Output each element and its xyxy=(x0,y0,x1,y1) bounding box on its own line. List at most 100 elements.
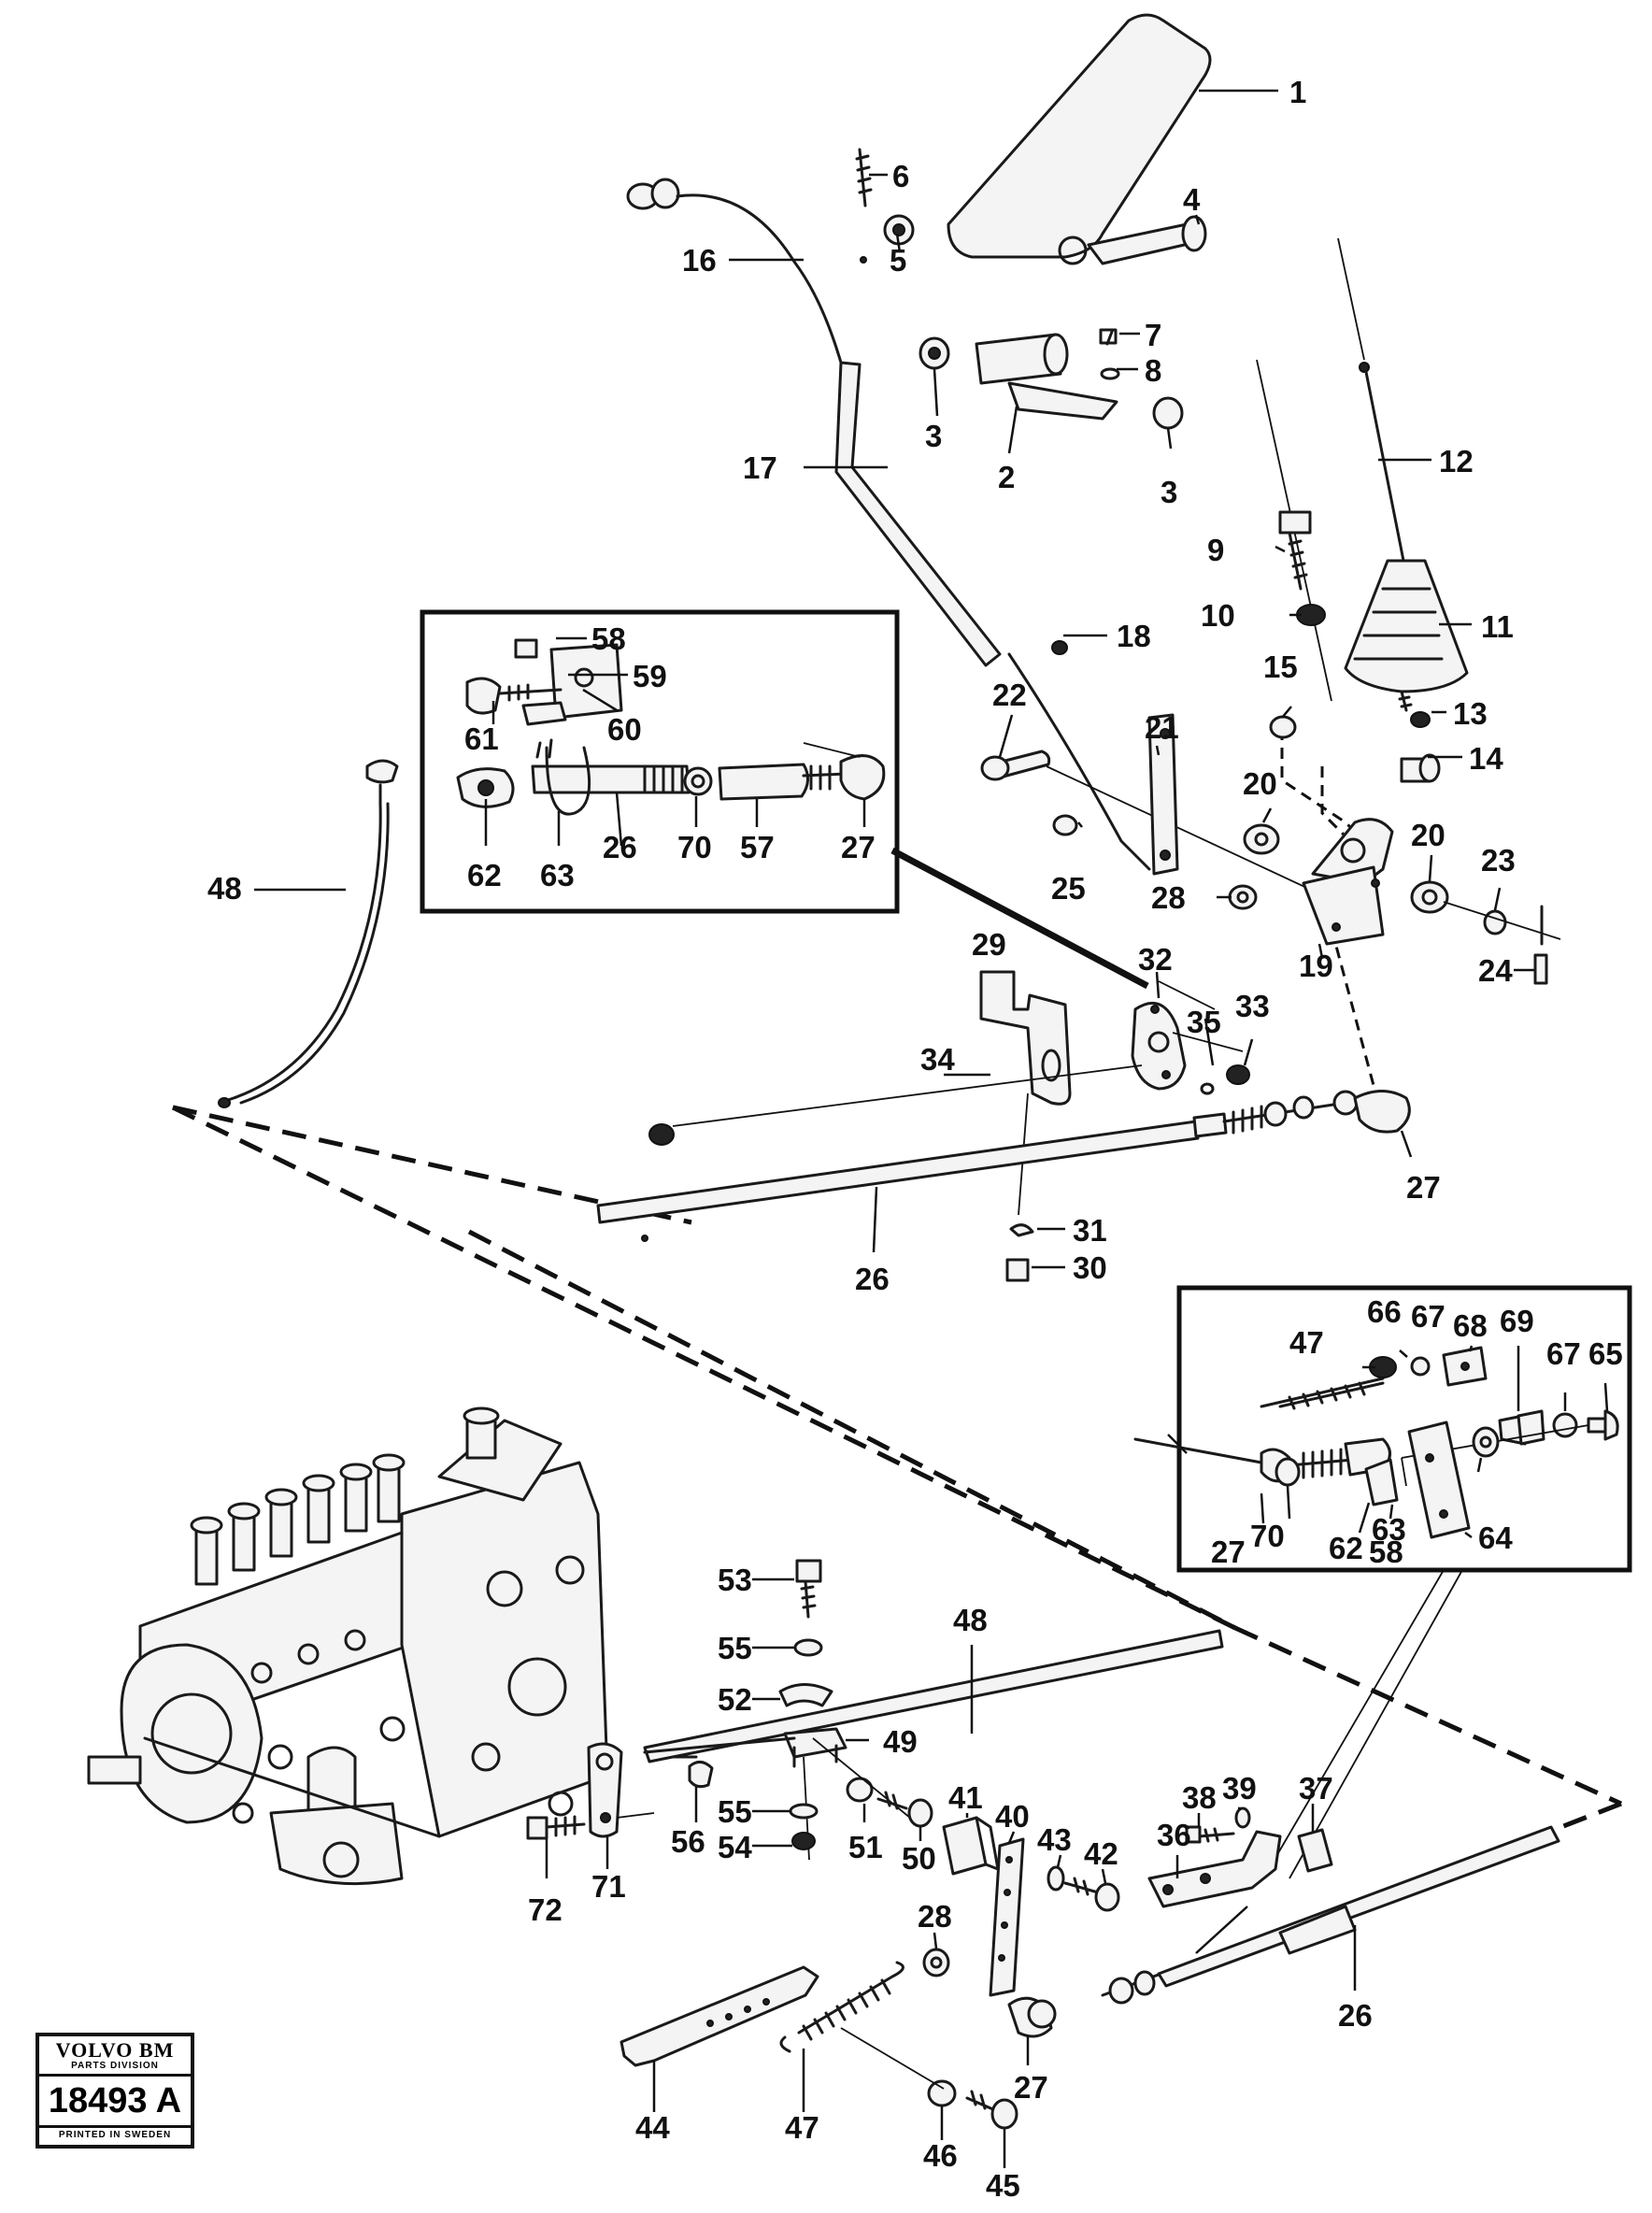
callout-15: 15 xyxy=(1263,650,1298,684)
throttle-cable xyxy=(626,178,1151,871)
leader-lines xyxy=(254,89,1609,2168)
callout-7: 7 xyxy=(1145,318,1161,352)
callout-labels: 1 2 3 3 4 5 6 7 8 9 10 11 12 13 14 15 16… xyxy=(207,75,1623,2203)
printed-in-text: PRINTED IN SWEDEN xyxy=(58,2130,172,2140)
callout-50: 50 xyxy=(902,1841,936,1876)
callout-37: 37 xyxy=(1299,1771,1333,1806)
callout-18: 18 xyxy=(1117,619,1151,653)
callout-63b: 63 xyxy=(1372,1512,1406,1547)
callout-71: 71 xyxy=(591,1869,626,1904)
accelerator-pedal xyxy=(855,13,1212,265)
callout-68: 68 xyxy=(1453,1308,1488,1343)
callout-45: 45 xyxy=(986,2168,1020,2203)
callout-64: 64 xyxy=(1478,1521,1513,1555)
callout-28: 28 xyxy=(1151,880,1186,915)
callout-8: 8 xyxy=(1145,353,1161,388)
callout-59: 59 xyxy=(633,659,667,693)
callout-23: 23 xyxy=(1481,843,1516,878)
callout-6: 6 xyxy=(892,159,909,193)
logo-brand-text: VOLVO BM xyxy=(55,2038,175,2062)
callout-55b: 55 xyxy=(718,1794,752,1829)
callout-61: 61 xyxy=(464,721,499,756)
callout-53: 53 xyxy=(718,1563,752,1597)
callout-51: 51 xyxy=(848,1830,883,1864)
callout-11: 11 xyxy=(1481,609,1514,644)
callout-29: 29 xyxy=(972,927,1006,962)
callout-33: 33 xyxy=(1235,989,1270,1023)
callout-58b: 58 xyxy=(1369,1535,1403,1569)
callout-69: 69 xyxy=(1500,1304,1534,1338)
callout-42: 42 xyxy=(1084,1836,1118,1871)
drawing-number: 18493 A xyxy=(39,2077,191,2128)
callout-67: 67 xyxy=(1411,1299,1446,1334)
inset-frame-top xyxy=(420,609,900,914)
callout-17: 17 xyxy=(743,450,777,485)
callout-48b: 48 xyxy=(953,1603,988,1637)
volvo-bm-logo-box: VOLVO BM PARTS DIVISION 18493 A PRINTED … xyxy=(36,2033,194,2149)
callout-49: 49 xyxy=(883,1724,918,1759)
middle-linkage xyxy=(596,970,1411,1282)
callout-12: 12 xyxy=(1439,444,1474,478)
callout-65: 65 xyxy=(1588,1336,1623,1371)
callout-10: 10 xyxy=(1201,598,1235,633)
callout-54: 54 xyxy=(718,1830,752,1864)
callout-47b: 47 xyxy=(785,2110,819,2145)
callout-16: 16 xyxy=(682,243,717,278)
callout-36: 36 xyxy=(1157,1818,1191,1852)
lever-assembly xyxy=(980,713,1561,985)
callout-52: 52 xyxy=(718,1682,752,1717)
callout-26c: 26 xyxy=(1338,1998,1373,2033)
logo-division-text: PARTS DIVISION xyxy=(39,2061,191,2077)
callout-1: 1 xyxy=(1289,75,1306,109)
inset-link-top xyxy=(890,847,1149,990)
injection-pump xyxy=(87,1406,609,1886)
pump-injectors xyxy=(190,1453,406,1586)
callout-60: 60 xyxy=(607,712,642,747)
stop-cable-48 xyxy=(218,759,1224,1763)
callout-26: 26 xyxy=(855,1262,890,1296)
callout-4: 4 xyxy=(1183,182,1201,217)
inset-frame-right xyxy=(1176,1285,1632,1573)
callout-56: 56 xyxy=(671,1824,705,1859)
callout-20: 20 xyxy=(1243,766,1277,801)
callout-72: 72 xyxy=(528,1892,563,1927)
inset-right-contents xyxy=(1133,1346,1619,1539)
callout-44: 44 xyxy=(635,2110,670,2145)
callout-38: 38 xyxy=(1182,1780,1217,1815)
callout-55: 55 xyxy=(718,1631,752,1665)
callout-5: 5 xyxy=(890,243,906,278)
callout-41: 41 xyxy=(948,1780,983,1815)
callout-3b: 3 xyxy=(1161,475,1177,509)
callout-57: 57 xyxy=(740,830,775,864)
callout-14: 14 xyxy=(1469,741,1503,776)
callout-35: 35 xyxy=(1187,1005,1221,1039)
callout-27d: 27 xyxy=(1014,2070,1048,2105)
callout-27: 27 xyxy=(1406,1170,1441,1205)
hand-throttle-lever xyxy=(1337,237,1469,783)
inset-link-right xyxy=(1265,1569,1463,1879)
routing-dashed-lines xyxy=(171,729,1623,1900)
callout-22: 22 xyxy=(992,678,1027,712)
callout-67b: 67 xyxy=(1546,1336,1581,1371)
callout-32: 32 xyxy=(1138,942,1173,977)
callout-24: 24 xyxy=(1478,953,1513,988)
callout-31: 31 xyxy=(1073,1213,1107,1248)
callout-28b: 28 xyxy=(918,1899,952,1934)
callout-48: 48 xyxy=(207,871,242,906)
callout-27c: 27 xyxy=(1211,1535,1246,1569)
callout-63: 63 xyxy=(540,858,575,892)
callout-46: 46 xyxy=(923,2138,958,2173)
callout-25: 25 xyxy=(1051,871,1086,906)
callout-34: 34 xyxy=(920,1042,955,1077)
callout-2: 2 xyxy=(998,460,1015,494)
callout-47: 47 xyxy=(1289,1325,1324,1360)
callout-26b: 26 xyxy=(603,830,637,864)
callout-20b: 20 xyxy=(1411,818,1446,852)
callout-19: 19 xyxy=(1299,949,1333,983)
callout-62b: 62 xyxy=(1329,1531,1363,1565)
pedal-bracket xyxy=(919,328,1184,430)
callout-43: 43 xyxy=(1037,1822,1072,1857)
callout-30: 30 xyxy=(1073,1250,1107,1285)
lower-parts xyxy=(526,1559,1560,2130)
